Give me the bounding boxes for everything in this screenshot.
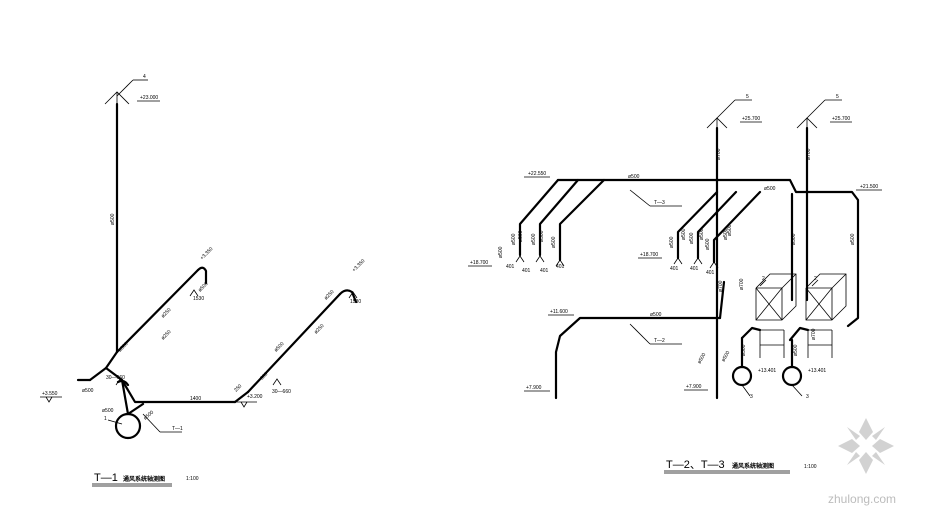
t1-dim-8: ø250 (313, 323, 325, 335)
t23-dim-1: ø500 (628, 174, 640, 180)
t1-dim-11: 1530 (193, 296, 204, 302)
t23-callout-2b: 2 (814, 276, 817, 282)
t23-elev-b: +25.700 (832, 116, 850, 122)
t1-system: 4 +23.000 ø500 +3.550 +3.200 +3.350 +3.3… (40, 74, 366, 487)
t23-subtitle: 通风系统轴测图 (732, 462, 774, 470)
t23-dim-32: ø500 (793, 344, 799, 356)
t23-callout-5b: 5 (836, 94, 839, 100)
t1-dim-12: 1530 (350, 299, 361, 305)
t23-dim-5: ø700 (806, 148, 812, 160)
t23-callout-5a: 5 (746, 94, 749, 100)
t1-fan-icon (114, 412, 142, 440)
t23-title: T—2、T—3 (666, 459, 725, 471)
t1-elev-branch: +3.350 (199, 246, 214, 261)
t23-ahu-right (805, 273, 847, 358)
t23-dim-23: ø500 (727, 224, 733, 236)
t23-dim-31: ø500 (721, 350, 732, 363)
t23-roof-outlet-icon-a (706, 117, 728, 129)
t23-dim-13: ø500 (551, 236, 557, 248)
t23-elev-e: +18.700 (470, 260, 488, 266)
t23-tag-t2: T—2 (654, 338, 665, 344)
t23-dim-28: 401 (690, 266, 699, 272)
t23-dim-21: ø500 (699, 228, 705, 240)
t1-dim-6: ø250 (160, 307, 172, 319)
t23-elev-i: +7.900 (686, 384, 702, 390)
t1-scale: 1:100 (186, 476, 199, 482)
t23-dim-6: ø500 (791, 233, 797, 245)
t23-dim-34: ø700 (811, 328, 817, 340)
t1-callout-1: 1 (104, 416, 107, 422)
t1-roof-outlet-icon (104, 91, 130, 105)
t1-dim-2: ø500 (102, 408, 114, 414)
t23-elev-a: +25.700 (742, 116, 760, 122)
t23-dim-29: 401 (706, 270, 715, 276)
watermark-text: zhulong.com (828, 492, 896, 506)
t1-subtitle: 通风系统轴测图 (123, 475, 165, 483)
t23-dim-3: ø500 (650, 312, 662, 318)
t23-dim-30: 401 (506, 264, 515, 270)
t23-dim-26: 401 (556, 264, 565, 270)
t1-system-tag: T—1 (172, 426, 183, 432)
t23-dim-33: ø700 (739, 278, 745, 290)
t23-callout-3a: 3 (750, 394, 753, 400)
t1-dim-17: ø500 (117, 341, 129, 353)
t23-dim-9: ø500 (741, 344, 747, 356)
t1-dim-7: ø250 (160, 329, 172, 341)
t1-elev-mid: +3.200 (247, 394, 263, 400)
t1-dim-16: 250 (233, 383, 243, 393)
t23-elev-d: +21.500 (860, 184, 878, 190)
t23-dim-20: ø500 (681, 228, 687, 240)
t23-callout-3b: 3 (806, 394, 809, 400)
t23-elev-f: +18.700 (640, 252, 658, 258)
t23-system: 5 5 +25.700 +25.700 (468, 94, 882, 474)
t23-tag-t3: T—3 (654, 200, 665, 206)
t23-dim-24: 401 (522, 268, 531, 274)
t23-dim-11: ø500 (511, 233, 517, 245)
t1-dim-3: 1400 (190, 396, 201, 402)
t1-elev-end: +3.350 (351, 258, 366, 273)
t23-dim-14: ø500 (498, 246, 504, 258)
t23-dim-19: ø500 (705, 238, 711, 250)
t1-elev-left: +3.550 (42, 391, 58, 397)
t23-dim-7: ø500 (850, 233, 856, 245)
t23-elev-h: +7.900 (526, 385, 542, 391)
t23-dim-16: ø500 (539, 230, 545, 242)
t23-dim-25: 401 (540, 268, 549, 274)
t1-callout-4: 4 (143, 74, 146, 80)
t23-callout-2a: 2 (762, 276, 765, 282)
t23-dim-12: ø500 (531, 233, 537, 245)
t23-dim-2: ø500 (764, 186, 776, 192)
t23-dim-18: ø500 (689, 232, 695, 244)
t1-dim-13: 300 (259, 371, 269, 381)
t23-dim-4: ø700 (716, 148, 722, 160)
t23-elev-c: +22.550 (528, 171, 546, 177)
t1-dim-14: 30—660 (272, 389, 291, 395)
t1-dim-1: ø500 (82, 388, 94, 394)
t23-elev-k: +13.401 (808, 368, 826, 374)
t1-elev-top: +23.000 (140, 95, 158, 101)
t23-dim-10: ø500 (697, 352, 708, 365)
t23-dim-22: ø500 (723, 228, 729, 240)
t1-dim-15: 30—660 (106, 375, 125, 381)
t1-riser-dim: ø500 (110, 213, 116, 225)
t1-dim-5: ø500 (273, 341, 285, 353)
t23-scale: 1:100 (804, 464, 817, 470)
t1-dim-10: ø500 (197, 281, 209, 293)
t23-fan-icon-a (731, 365, 753, 387)
t23-fan-icon-b (781, 365, 803, 387)
t23-ahu-left (755, 273, 797, 358)
t23-dim-17: ø500 (669, 236, 675, 248)
t23-elev-j: +13.401 (758, 368, 776, 374)
t23-dim-8: ø700 (718, 280, 724, 292)
t23-elev-g: +11.600 (550, 309, 568, 315)
t23-dim-27: 401 (670, 266, 679, 272)
watermark-logo-icon (838, 418, 894, 474)
t23-roof-outlet-icon-b (796, 117, 818, 129)
t1-title: T—1 (94, 472, 118, 484)
t23-dim-15: ø500 (518, 230, 524, 242)
